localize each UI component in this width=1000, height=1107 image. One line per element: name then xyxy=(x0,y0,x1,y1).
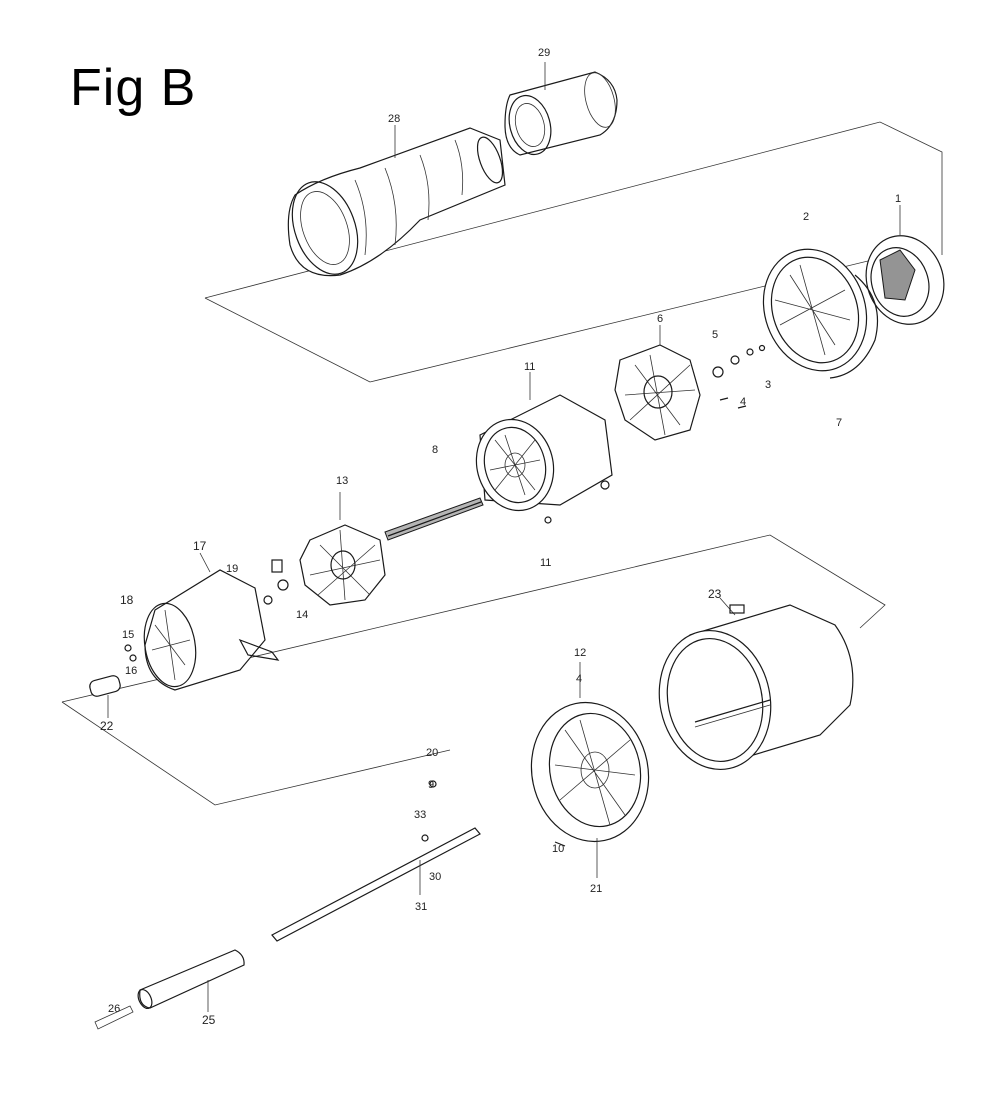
callout-label: 9 xyxy=(428,779,434,791)
callout-label: 6 xyxy=(657,313,663,325)
callout-label: 4 xyxy=(576,673,582,685)
callout-label: 29 xyxy=(538,47,550,59)
callout-label: 17 xyxy=(193,539,207,553)
small-hardware-set-c xyxy=(89,644,137,718)
callout-label: 5 xyxy=(712,329,718,341)
callout-label: 26 xyxy=(108,1003,120,1015)
front-housing-part xyxy=(143,552,280,691)
callout-labels: 29 28 1 2 6 5 3 4 7 11 8 13 11 17 18 14 … xyxy=(100,47,901,1027)
callout-label: 11 xyxy=(540,557,551,569)
figure-title: Fig B xyxy=(70,59,197,117)
callout-label: 22 xyxy=(100,719,114,733)
long-rod-part xyxy=(271,827,481,942)
impeller-part xyxy=(299,492,386,606)
small-hardware-set-b xyxy=(263,559,289,605)
callout-label: 25 xyxy=(202,1013,216,1027)
callout-label: 33 xyxy=(414,809,426,821)
callout-label: 16 xyxy=(125,665,137,677)
callout-label: 10 xyxy=(552,843,564,855)
upper-assembly-outline xyxy=(204,121,943,383)
callout-label: 8 xyxy=(432,444,438,456)
callout-label: 21 xyxy=(590,883,602,895)
fan-part xyxy=(614,325,701,441)
blank-region xyxy=(215,700,275,758)
callout-label: 13 xyxy=(336,475,348,487)
small-hardware-set-a xyxy=(712,344,766,409)
end-cap-part xyxy=(865,205,945,325)
callout-label: 14 xyxy=(296,609,308,621)
callout-label: 4 xyxy=(740,396,746,408)
tube-part xyxy=(504,62,618,156)
drum-housing-part xyxy=(658,597,854,771)
callout-label: 12 xyxy=(574,647,586,659)
handle-tube-part xyxy=(94,949,245,1030)
callout-label: 20 xyxy=(426,747,438,759)
rear-housing-part xyxy=(762,248,879,379)
callout-label: 1 xyxy=(895,193,901,205)
callout-label: 30 xyxy=(429,871,441,883)
callout-label: 18 xyxy=(120,593,134,607)
callout-label: 23 xyxy=(708,587,722,601)
callout-label: 2 xyxy=(803,211,809,223)
callout-label: 7 xyxy=(836,417,842,429)
callout-label: 3 xyxy=(765,379,771,391)
callout-label: 28 xyxy=(388,113,400,125)
callout-label: 15 xyxy=(122,629,134,641)
callout-label: 11 xyxy=(524,361,535,373)
nozzle-cone-part xyxy=(287,125,506,277)
motor-housing-part xyxy=(475,372,613,524)
callout-label: 19 xyxy=(226,563,238,575)
callout-label: 31 xyxy=(415,901,427,913)
front-grille-part xyxy=(530,662,650,878)
rotor-shaft-part xyxy=(384,497,484,541)
lower-assembly-outline xyxy=(61,534,886,806)
small-hardware-set-d xyxy=(421,780,566,847)
